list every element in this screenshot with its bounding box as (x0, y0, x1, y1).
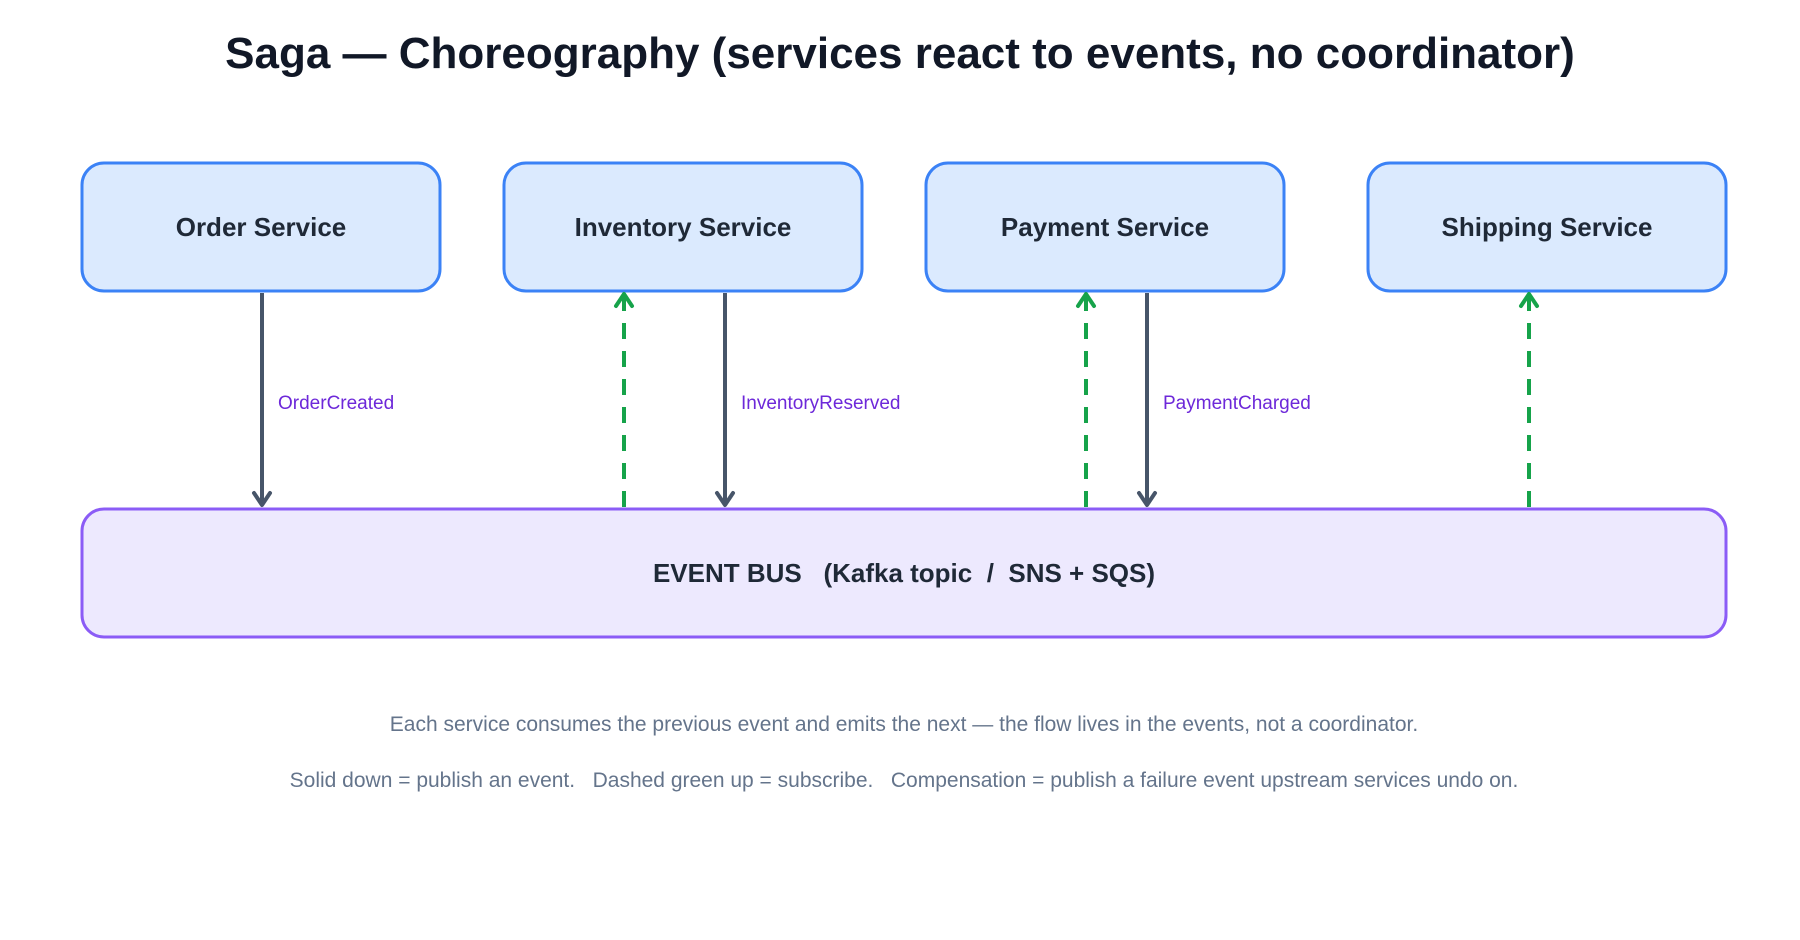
service-label-shipping: Shipping Service (1442, 212, 1653, 242)
legend-note: Solid down = publish an event. Dashed gr… (290, 769, 1519, 792)
explanation-note: Each service consumes the previous event… (390, 713, 1418, 736)
service-label-order: Order Service (176, 212, 347, 242)
service-label-payment: Payment Service (1001, 212, 1209, 242)
subscribe-edge-shipping-arrowhead (1519, 292, 1539, 308)
service-node-order: Order Service (80, 161, 442, 293)
subscribe-edge-inventory-arrowhead (614, 292, 634, 308)
service-label-inventory: Inventory Service (575, 212, 792, 242)
publish-edge-order-created-arrowhead (252, 491, 272, 507)
publish-edge-inventory-reserved: InventoryReserved (715, 293, 900, 507)
event-bus-node: EVENT BUS (Kafka topic / SNS + SQS) (80, 507, 1728, 639)
event-label-payment-charged: PaymentCharged (1163, 393, 1311, 414)
service-box-payment (924, 161, 1286, 293)
publish-edge-inventory-reserved-arrowhead (715, 491, 735, 507)
subscribe-edge-shipping (1519, 292, 1539, 507)
subscribe-edge-payment-arrowhead (1076, 292, 1096, 308)
subscribe-edge-inventory (614, 292, 634, 507)
service-box-shipping (1366, 161, 1728, 293)
event-label-inventory-reserved: InventoryReserved (741, 393, 900, 414)
publish-edge-order-created: OrderCreated (252, 293, 394, 507)
event-label-order-created: OrderCreated (278, 393, 394, 414)
event-bus-box (80, 507, 1728, 639)
publish-edge-payment-charged: PaymentCharged (1137, 293, 1311, 507)
service-node-inventory: Inventory Service (502, 161, 864, 293)
event-bus-label: EVENT BUS (Kafka topic / SNS + SQS) (653, 558, 1155, 588)
service-node-payment: Payment Service (924, 161, 1286, 293)
service-box-inventory (502, 161, 864, 293)
publish-edge-payment-charged-arrowhead (1137, 491, 1157, 507)
diagram-title: Saga — Choreography (services react to e… (225, 29, 1575, 78)
service-box-order (80, 161, 442, 293)
service-node-shipping: Shipping Service (1366, 161, 1728, 293)
subscribe-edge-payment (1076, 292, 1096, 507)
